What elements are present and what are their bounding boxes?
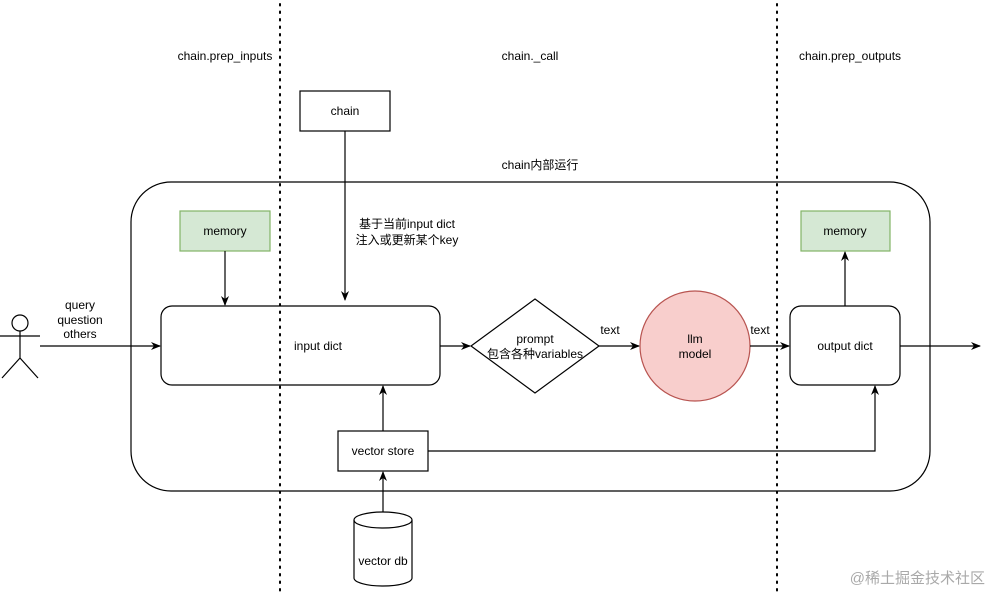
vector-db-label: vector db <box>358 554 408 568</box>
phase-label-prep-outputs: chain.prep_outputs <box>799 49 901 63</box>
user-input-label-line1: query <box>65 298 95 312</box>
watermark: @稀土掘金技术社区 <box>850 570 985 587</box>
chain-node-label: chain <box>331 104 360 118</box>
phase-label-prep-inputs: chain.prep_inputs <box>178 49 273 63</box>
output-dict-label: output dict <box>817 339 873 353</box>
edge-vector-store-to-output <box>428 385 879 452</box>
vector-store-node[interactable]: vector store <box>337 430 429 472</box>
llm-label-line2: model <box>679 347 712 361</box>
chain-node[interactable]: chain <box>299 90 391 132</box>
llm-model-node[interactable]: llm model <box>639 290 751 402</box>
prompt-label-line1: prompt <box>516 332 554 346</box>
inject-note-line1: 基于当前input dict <box>359 216 456 231</box>
inject-note-line2: 注入或更新某个key <box>356 232 459 247</box>
vector-store-label: vector store <box>352 444 415 458</box>
output-dict-node[interactable]: output dict <box>789 305 901 386</box>
edge-label-prompt-to-llm: text <box>600 323 620 337</box>
phase-label-call: chain._call <box>502 49 559 63</box>
memory-input-label: memory <box>203 224 246 238</box>
edge-label-llm-to-output: text <box>750 323 770 337</box>
memory-input-node[interactable]: memory <box>179 210 271 252</box>
user-actor-icon <box>0 314 40 379</box>
llm-label-line1: llm <box>687 332 702 346</box>
user-input-label-line3: others <box>63 327 96 341</box>
input-dict-node[interactable]: input dict <box>160 305 441 386</box>
prompt-label-line2: 包含各种variables <box>487 346 583 361</box>
user-input-label-line2: question <box>57 313 102 327</box>
chain-internal-container <box>130 181 931 492</box>
container-label: chain内部运行 <box>502 157 579 172</box>
memory-output-label: memory <box>823 224 866 238</box>
memory-output-node[interactable]: memory <box>800 210 891 252</box>
vector-db-node[interactable]: vector db <box>353 511 413 587</box>
prompt-node[interactable]: prompt 包含各种variables <box>469 298 601 394</box>
input-dict-label: input dict <box>294 339 343 353</box>
